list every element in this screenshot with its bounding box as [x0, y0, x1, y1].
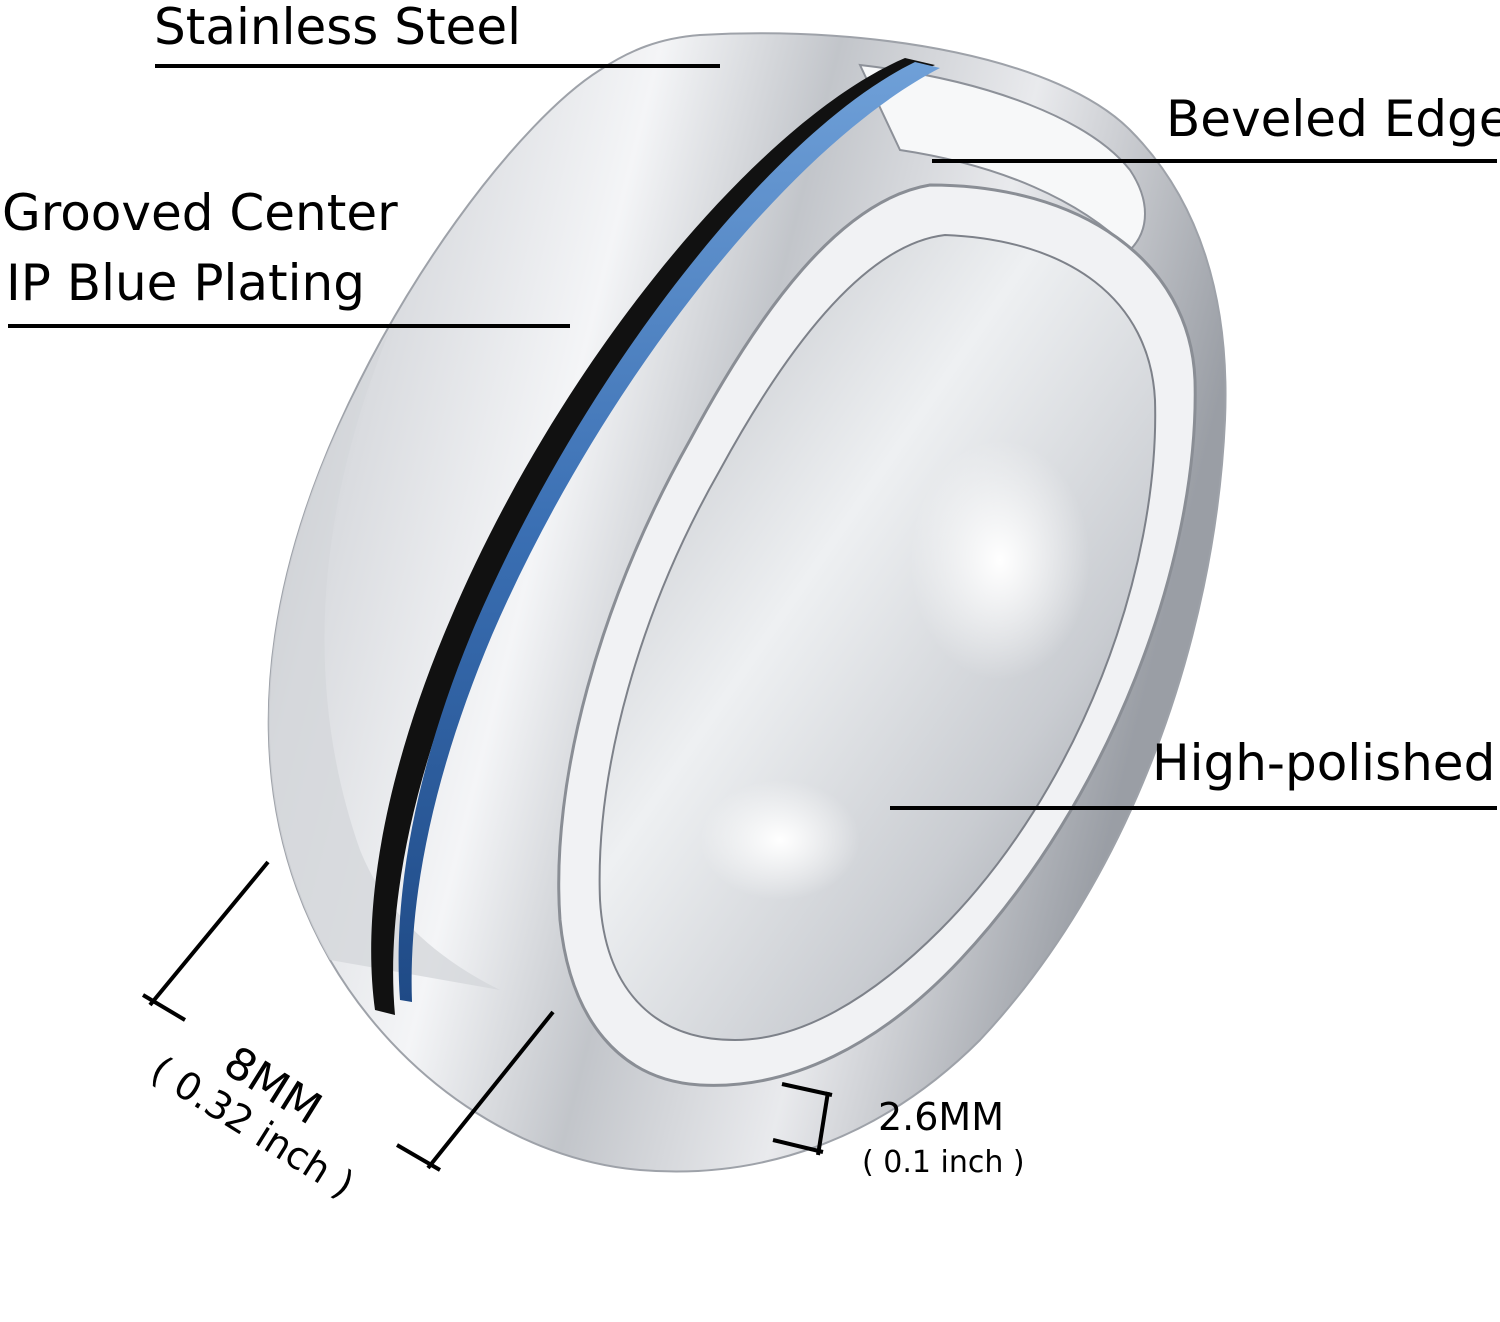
- thickness-tick-top: [781, 1082, 833, 1097]
- ring-bevel-top: [858, 63, 1146, 252]
- stainless-steel-label: Stainless Steel: [154, 0, 521, 56]
- bore-highlight: [910, 440, 1090, 680]
- thickness-tick-bottom: [772, 1138, 824, 1154]
- callout-lines: [8, 64, 1497, 810]
- high-polished-label: High-polished: [1152, 734, 1496, 792]
- width-tick-top: [141, 993, 187, 1022]
- ring: [267, 32, 1227, 1173]
- bore-highlight-lower: [700, 780, 860, 900]
- thickness-bar: [816, 1091, 830, 1156]
- width-extension-bottom: [426, 1010, 555, 1170]
- beveled-edge-label: Beveled Edge: [1166, 90, 1500, 148]
- width-tick-bottom: [395, 1143, 442, 1172]
- ip-blue-plating-label: IP Blue Plating: [6, 254, 365, 312]
- thickness-dimension: [772, 1082, 833, 1156]
- ring-bevel-left: [268, 330, 500, 990]
- width-dimension: [141, 860, 555, 1172]
- thickness-inch-label: ( 0.1 inch ): [862, 1145, 1025, 1180]
- grooved-center-label: Grooved Center: [2, 184, 398, 242]
- width-extension-top: [148, 860, 270, 1007]
- thickness-mm-label: 2.6MM: [878, 1095, 1005, 1139]
